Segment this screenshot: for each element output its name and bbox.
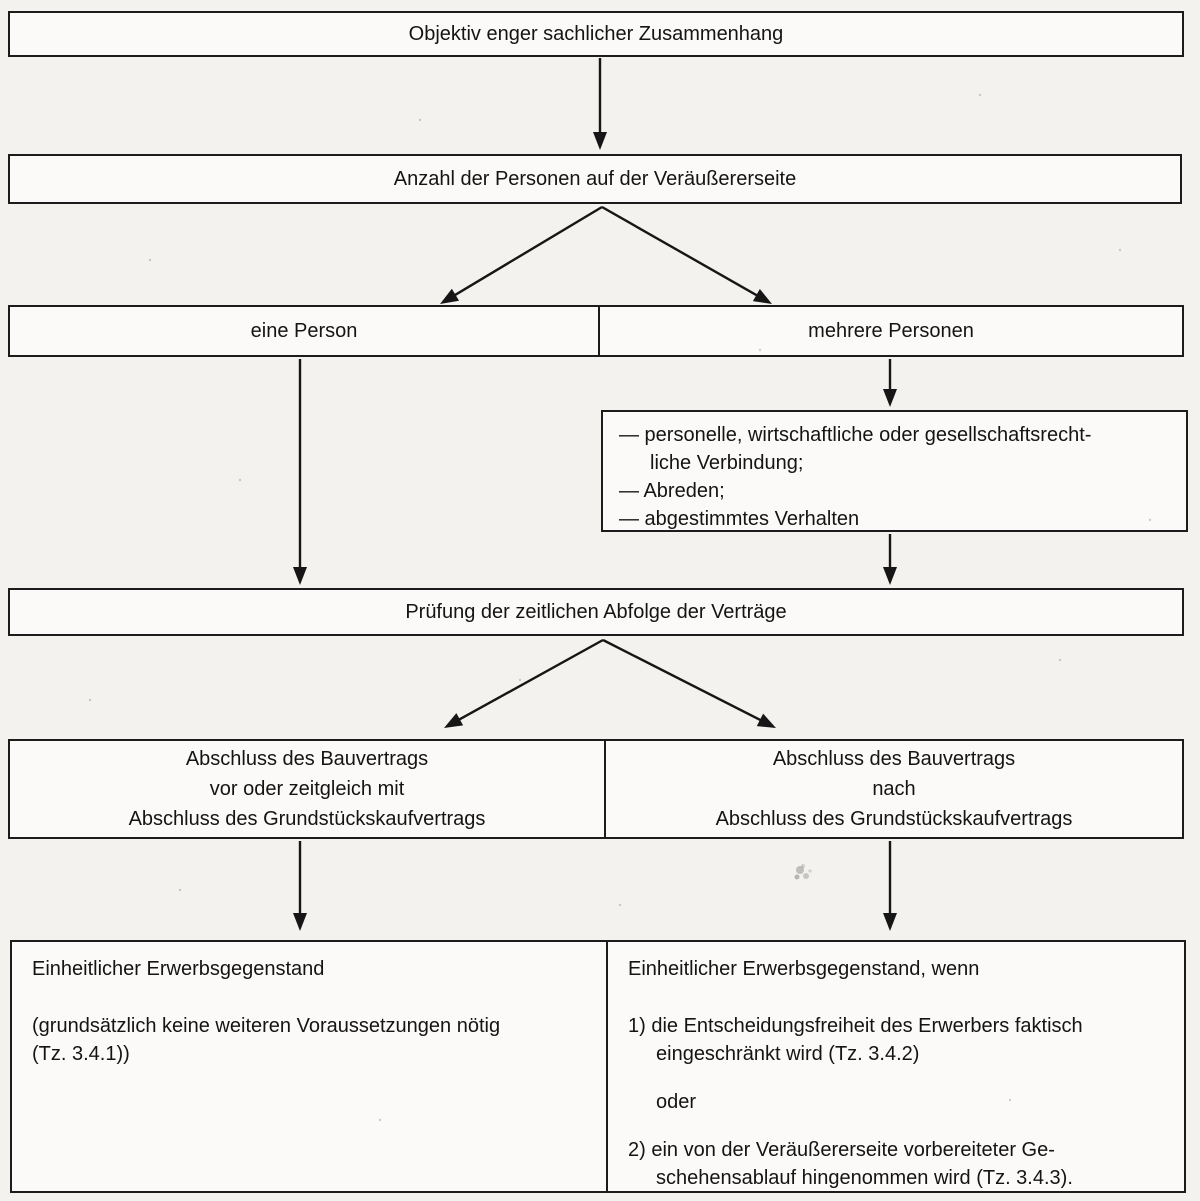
box-mehrere-personen-label: mehrere Personen xyxy=(808,319,974,342)
paper-speck xyxy=(418,118,422,122)
row-ergebnis: Einheitlicher Erwerbsgegenstand (grundsä… xyxy=(10,940,1186,1193)
ergebnis-links-line-3: (Tz. 3.4.1)) xyxy=(32,1043,130,1065)
ergebnis-rechts-line-6: schehensablauf hingenommen wird (Tz. 3.4… xyxy=(656,1167,1073,1189)
arrowhead-icon xyxy=(293,913,307,931)
arrowhead-icon xyxy=(752,288,772,304)
box-abschluss-nach: Abschluss des Bauvertrags nach Abschluss… xyxy=(606,741,1182,837)
arrowhead-icon xyxy=(883,567,897,585)
ergebnis-rechts-line-5: 2) ein von der Veräußererseite vorbereit… xyxy=(628,1139,1055,1161)
paper-speck xyxy=(88,698,92,702)
scan-smudge xyxy=(796,866,804,874)
box-ergebnis-links: Einheitlicher Erwerbsgegenstand (grundsä… xyxy=(12,942,608,1191)
box-ergebnis-rechts: Einheitlicher Erwerbsgegenstand, wenn 1)… xyxy=(608,942,1184,1191)
box-eine-person: eine Person xyxy=(10,307,600,355)
arrowhead-icon xyxy=(444,713,464,728)
scan-smudge xyxy=(794,874,800,880)
abschluss-nach-line-2: nach xyxy=(872,778,916,800)
row-personen: eine Person mehrere Personen xyxy=(8,305,1184,357)
ergebnis-rechts-line-4: oder xyxy=(656,1091,697,1113)
row-abschluss: Abschluss des Bauvertrags vor oder zeitg… xyxy=(8,739,1184,839)
arrowhead-icon xyxy=(593,132,607,150)
verbindung-line-2: liche Verbindung; xyxy=(650,452,804,474)
paper-speck xyxy=(978,93,982,97)
box-anzahl-personen-label: Anzahl der Personen auf der Veräußererse… xyxy=(393,167,797,190)
arrowhead-icon xyxy=(883,913,897,931)
box-abschluss-vor: Abschluss des Bauvertrags vor oder zeitg… xyxy=(10,741,606,837)
paper-speck xyxy=(1118,248,1122,252)
verbindung-line-3: — Abreden; xyxy=(619,480,725,502)
ergebnis-rechts-line-3: eingeschränkt wird (Tz. 3.4.2) xyxy=(656,1043,920,1065)
paper-speck xyxy=(148,258,152,262)
box-anzahl-personen: Anzahl der Personen auf der Veräußererse… xyxy=(8,154,1182,204)
abschluss-nach-line-3: Abschluss des Grundstückskaufvertrags xyxy=(715,808,1073,830)
scan-smudge xyxy=(803,873,809,879)
box-mehrere-personen: mehrere Personen xyxy=(600,307,1182,355)
arrowhead-icon xyxy=(883,389,897,407)
scan-smudge xyxy=(808,869,812,873)
arrow-line xyxy=(452,205,603,298)
scan-smudge xyxy=(801,864,805,868)
arrowhead-icon xyxy=(756,713,776,728)
paper-speck xyxy=(1058,658,1062,662)
box-verbindung-kriterien: — personelle, wirtschaftliche oder gesel… xyxy=(601,410,1188,532)
paper-speck xyxy=(518,678,522,682)
paper-speck xyxy=(618,903,622,907)
arrow-line xyxy=(456,638,604,722)
abschluss-nach-line-1: Abschluss des Bauvertrags xyxy=(772,748,1016,770)
paper-speck xyxy=(178,888,182,892)
abschluss-vor-line-3: Abschluss des Grundstückskaufvertrags xyxy=(128,808,486,830)
box-objektiv-zusammenhang-label: Objektiv enger sachlicher Zusammenhang xyxy=(408,22,784,45)
box-objektiv-zusammenhang: Objektiv enger sachlicher Zusammenhang xyxy=(8,11,1184,57)
arrow-line xyxy=(601,205,760,298)
box-pruefung-abfolge: Prüfung der zeitlichen Abfolge der Vertr… xyxy=(8,588,1184,636)
abschluss-vor-line-2: vor oder zeitgleich mit xyxy=(209,778,405,800)
ergebnis-links-line-1: Einheitlicher Erwerbsgegenstand xyxy=(32,958,325,980)
ergebnis-rechts-line-1: Einheitlicher Erwerbsgegenstand, wenn xyxy=(628,958,980,980)
ergebnis-rechts-line-2: 1) die Entscheidungsfreiheit des Erwerbe… xyxy=(628,1015,1083,1037)
arrowhead-icon xyxy=(440,288,460,304)
box-eine-person-label: eine Person xyxy=(250,319,358,342)
arrow-line xyxy=(602,638,764,723)
verbindung-line-1: — personelle, wirtschaftliche oder gesel… xyxy=(619,424,1092,446)
box-pruefung-abfolge-label: Prüfung der zeitlichen Abfolge der Vertr… xyxy=(405,600,787,623)
ergebnis-links-line-2: (grundsätzlich keine weiteren Voraussetz… xyxy=(32,1015,501,1037)
abschluss-vor-line-1: Abschluss des Bauvertrags xyxy=(185,748,429,770)
paper-speck xyxy=(238,478,242,482)
arrowhead-icon xyxy=(293,567,307,585)
verbindung-line-4: — abgestimmtes Verhalten xyxy=(619,508,860,530)
